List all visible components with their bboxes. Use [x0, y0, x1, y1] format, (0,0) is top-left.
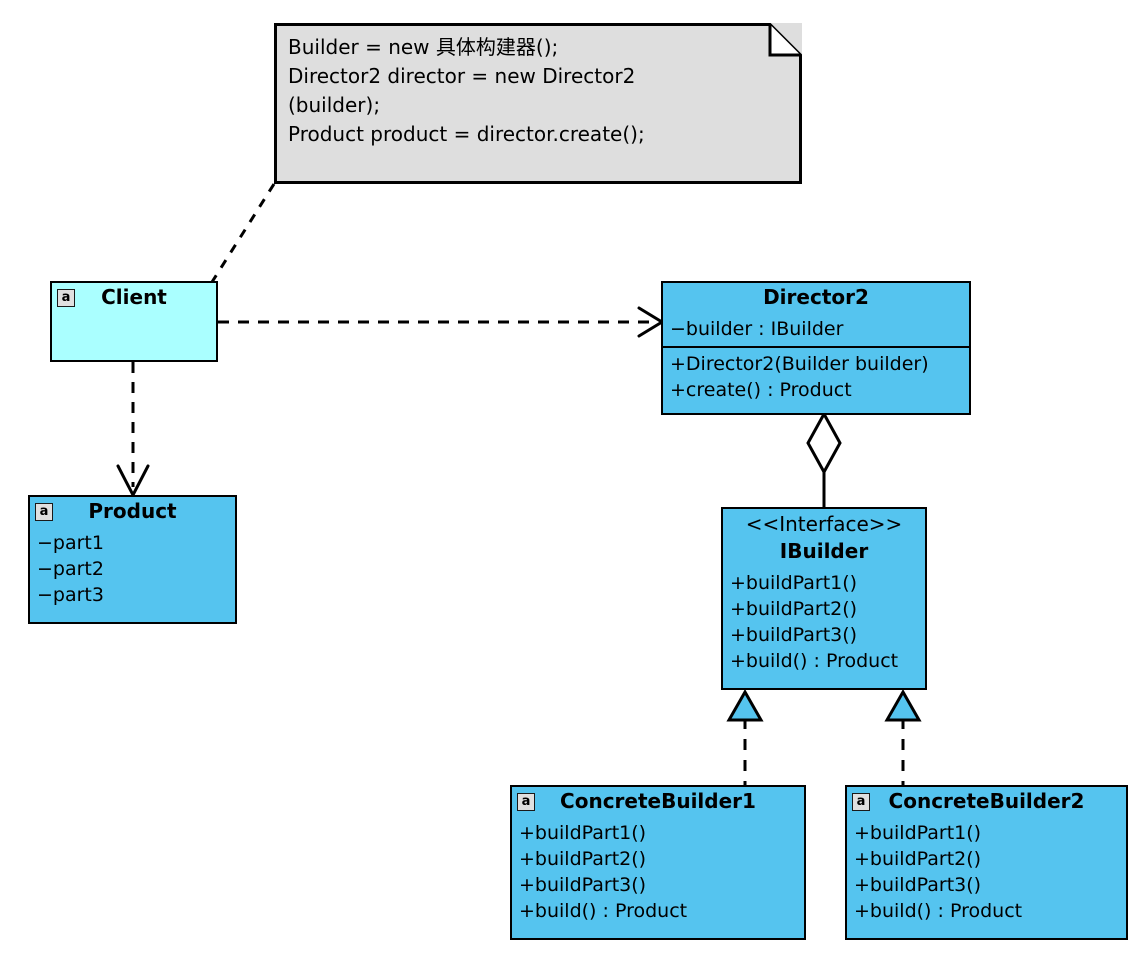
concretebuilder1-realization-triangle — [726, 688, 764, 722]
method-row: +buildPart3() — [519, 874, 647, 896]
class-director2-title-row: Director2 — [663, 283, 969, 313]
method-row: +buildPart2() — [730, 598, 858, 620]
interface-ibuilder-title-row: <<Interface>> IBuilder — [723, 509, 925, 567]
interface-ibuilder[interactable]: <<Interface>> IBuilder +buildPart1() +bu… — [721, 507, 927, 690]
class-concretebuilder1-methods: +buildPart1() +buildPart2() +buildPart3(… — [512, 817, 804, 928]
method-row: +Director2(Builder builder) — [670, 353, 929, 375]
class-badge-icon: a — [517, 793, 535, 811]
note-text: Builder = new 具体构建器(); Director2 directo… — [288, 35, 645, 146]
interface-ibuilder-name: IBuilder — [779, 539, 869, 563]
method-row: +buildPart1() — [730, 572, 858, 594]
method-row: +create() : Product — [670, 379, 852, 401]
interface-ibuilder-methods: +buildPart1() +buildPart2() +buildPart3(… — [723, 567, 925, 678]
class-product-attributes: −part1 −part2 −part3 — [30, 527, 235, 612]
note-anchor-client-line — [210, 183, 276, 283]
class-badge-icon: a — [35, 503, 53, 521]
class-director2[interactable]: Director2 −builder : IBuilder +Director2… — [661, 281, 971, 415]
class-concretebuilder1[interactable]: a ConcreteBuilder1 +buildPart1() +buildP… — [510, 785, 806, 940]
method-row: +buildPart3() — [730, 624, 858, 646]
class-concretebuilder2-name: ConcreteBuilder2 — [888, 789, 1085, 813]
class-concretebuilder2-title-row: a ConcreteBuilder2 — [847, 787, 1126, 817]
class-concretebuilder2-methods: +buildPart1() +buildPart2() +buildPart3(… — [847, 817, 1126, 928]
class-product-title-row: a Product — [30, 497, 235, 527]
method-row: +build() : Product — [519, 900, 688, 922]
attribute-row: −part2 — [37, 558, 104, 580]
code-note: Builder = new 具体构建器(); Director2 directo… — [274, 23, 802, 184]
class-client-members — [52, 313, 216, 349]
class-concretebuilder2[interactable]: a ConcreteBuilder2 +buildPart1() +buildP… — [845, 785, 1128, 940]
class-director2-name: Director2 — [763, 285, 869, 309]
director2-aggregation-diamond — [806, 410, 842, 476]
class-director2-methods: +Director2(Builder builder) +create() : … — [663, 346, 969, 407]
class-badge-icon: a — [57, 289, 75, 307]
method-row: +buildPart1() — [854, 822, 982, 844]
class-client-title-row: a Client — [52, 283, 216, 313]
concretebuilder2-realization-triangle — [884, 688, 922, 722]
class-product[interactable]: a Product −part1 −part2 −part3 — [28, 495, 237, 624]
client-uses-director2-arrowhead — [637, 306, 665, 338]
client-uses-product-arrowhead — [116, 464, 150, 499]
interface-stereotype: <<Interface>> — [745, 512, 903, 536]
method-row: +build() : Product — [730, 650, 899, 672]
attribute-row: −part1 — [37, 532, 104, 554]
class-concretebuilder1-title-row: a ConcreteBuilder1 — [512, 787, 804, 817]
class-client[interactable]: a Client — [50, 281, 218, 362]
class-badge-icon: a — [852, 793, 870, 811]
method-row: +buildPart3() — [854, 874, 982, 896]
class-concretebuilder1-name: ConcreteBuilder1 — [560, 789, 756, 813]
class-director2-attributes: −builder : IBuilder — [663, 313, 969, 346]
note-shape — [274, 23, 802, 184]
class-client-name: Client — [101, 285, 167, 309]
method-row: +buildPart2() — [854, 848, 982, 870]
method-row: +buildPart2() — [519, 848, 647, 870]
method-row: +buildPart1() — [519, 822, 647, 844]
method-row: +build() : Product — [854, 900, 1023, 922]
attribute-row: −builder : IBuilder — [670, 318, 844, 340]
class-product-name: Product — [88, 499, 177, 523]
attribute-row: −part3 — [37, 584, 104, 606]
